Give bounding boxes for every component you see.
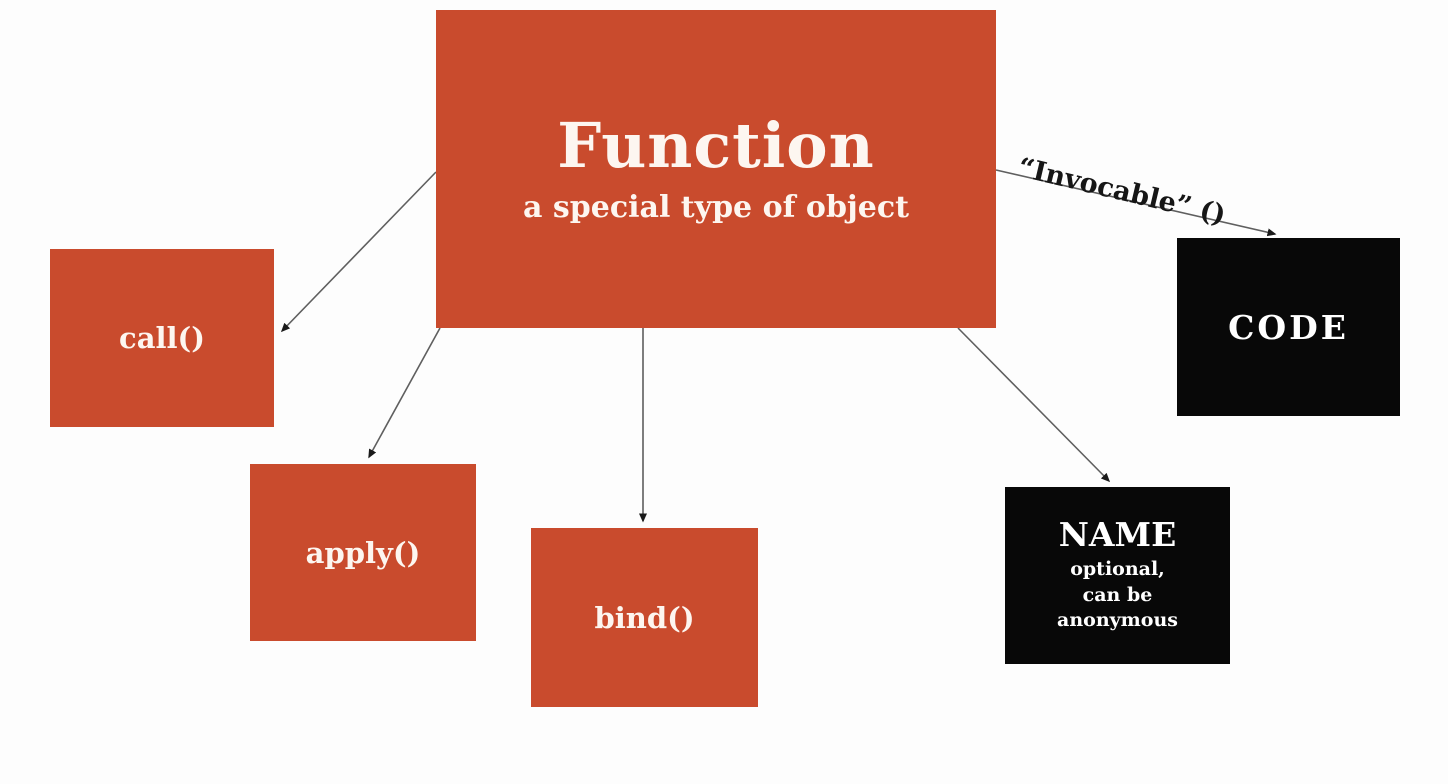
node-apply: apply() bbox=[250, 464, 476, 641]
invocable-edge-label: “Invocable” () bbox=[1014, 152, 1229, 231]
node-bind: bind() bbox=[531, 528, 758, 707]
node-name: NAME optional, can be anonymous bbox=[1005, 487, 1230, 664]
edge-function-to-call bbox=[280, 171, 437, 333]
bind-label: bind() bbox=[594, 600, 695, 635]
function-subtitle: a special type of object bbox=[523, 190, 909, 226]
apply-label: apply() bbox=[305, 535, 421, 570]
edge-function-to-apply bbox=[368, 327, 441, 459]
edge-function-to-name bbox=[957, 327, 1111, 483]
call-label: call() bbox=[119, 321, 205, 355]
node-code: CODE bbox=[1177, 238, 1400, 416]
name-subline-3: anonymous bbox=[1057, 609, 1178, 632]
node-call: call() bbox=[50, 249, 274, 427]
node-function: Function a special type of object bbox=[436, 10, 996, 328]
code-label: CODE bbox=[1228, 307, 1349, 347]
name-subline-2: can be bbox=[1082, 583, 1153, 606]
name-label: NAME bbox=[1058, 514, 1177, 554]
name-subline-1: optional, bbox=[1070, 558, 1165, 581]
function-title: Function bbox=[557, 108, 875, 182]
